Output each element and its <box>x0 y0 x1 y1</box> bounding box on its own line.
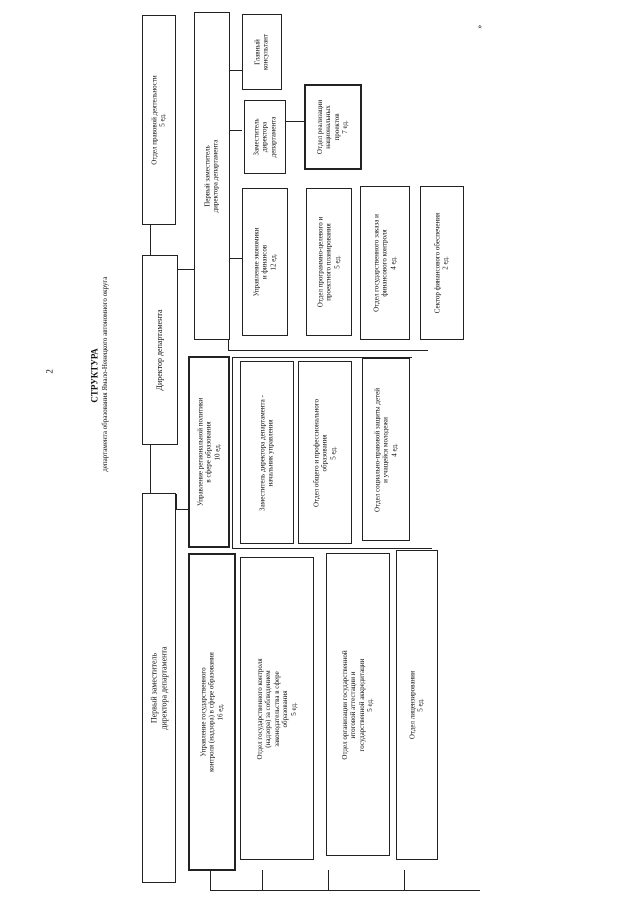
box-procurement-control-dept: Отдел государственного заказа и финансов… <box>360 186 410 340</box>
connector <box>286 121 304 122</box>
box-economics-finance-directorate: Управление экономики и финансов 12 ед. <box>242 188 288 336</box>
box-state-control-directorate: Управление государственного контроля (на… <box>188 553 236 871</box>
connector <box>150 225 151 255</box>
box-general-vocational-dept: Отдел общего и профессионального образов… <box>298 361 352 544</box>
box-first-deputy-left: Первый заместитель директора департамент… <box>142 493 176 883</box>
box-legal-department: Отдел правовой деятельности 5 ед. <box>142 15 176 225</box>
connector <box>178 269 194 270</box>
connector <box>232 357 233 549</box>
connector <box>210 890 480 891</box>
connector <box>232 357 412 358</box>
connector <box>176 509 188 510</box>
corner-mark: » <box>475 24 485 29</box>
box-attestation-dept: Отдел организации государственной итогов… <box>326 553 390 856</box>
box-director: Директор департамента <box>142 255 178 445</box>
box-program-planning-dept: Отдел программно-целевого и проектного п… <box>306 188 352 336</box>
connector <box>262 870 263 890</box>
document-title: СТРУКТУРА <box>89 348 100 403</box>
connector <box>228 130 242 131</box>
connector <box>176 494 177 509</box>
document-subtitle: департамента образования Ямало-Ненецкого… <box>100 276 109 472</box>
connector <box>404 870 405 890</box>
box-chief-consultant: Главный консультант <box>242 14 282 90</box>
connector <box>232 548 432 549</box>
connector <box>150 444 151 494</box>
box-social-legal-protection-dept: Отдел социально-правовой защиты детей и … <box>362 358 410 541</box>
page-number: 2 <box>44 369 55 374</box>
connector <box>328 870 329 890</box>
box-licensing-dept: Отдел лицензирования 5 ед. <box>396 550 438 860</box>
box-deputy-head-directorate: Заместитель директора департамента - нач… <box>240 361 294 544</box>
connector <box>210 870 211 890</box>
connector <box>228 70 242 71</box>
box-deputy-director: Заместитель директора департамента <box>244 100 286 174</box>
box-first-deputy-right: Первый заместитель директора департамент… <box>194 12 230 340</box>
box-national-projects-dept: Отдел реализации национальных проектов 7… <box>304 84 362 170</box>
box-regional-policy-directorate: Управление региональной политики в сфере… <box>188 356 230 548</box>
box-financial-support-sector: Сектор финансового обеспечения 2 ед. <box>420 186 464 340</box>
connector <box>228 350 428 351</box>
connector <box>228 258 242 259</box>
box-state-control-dept: Отдел государственного контроля (надзора… <box>240 557 314 860</box>
